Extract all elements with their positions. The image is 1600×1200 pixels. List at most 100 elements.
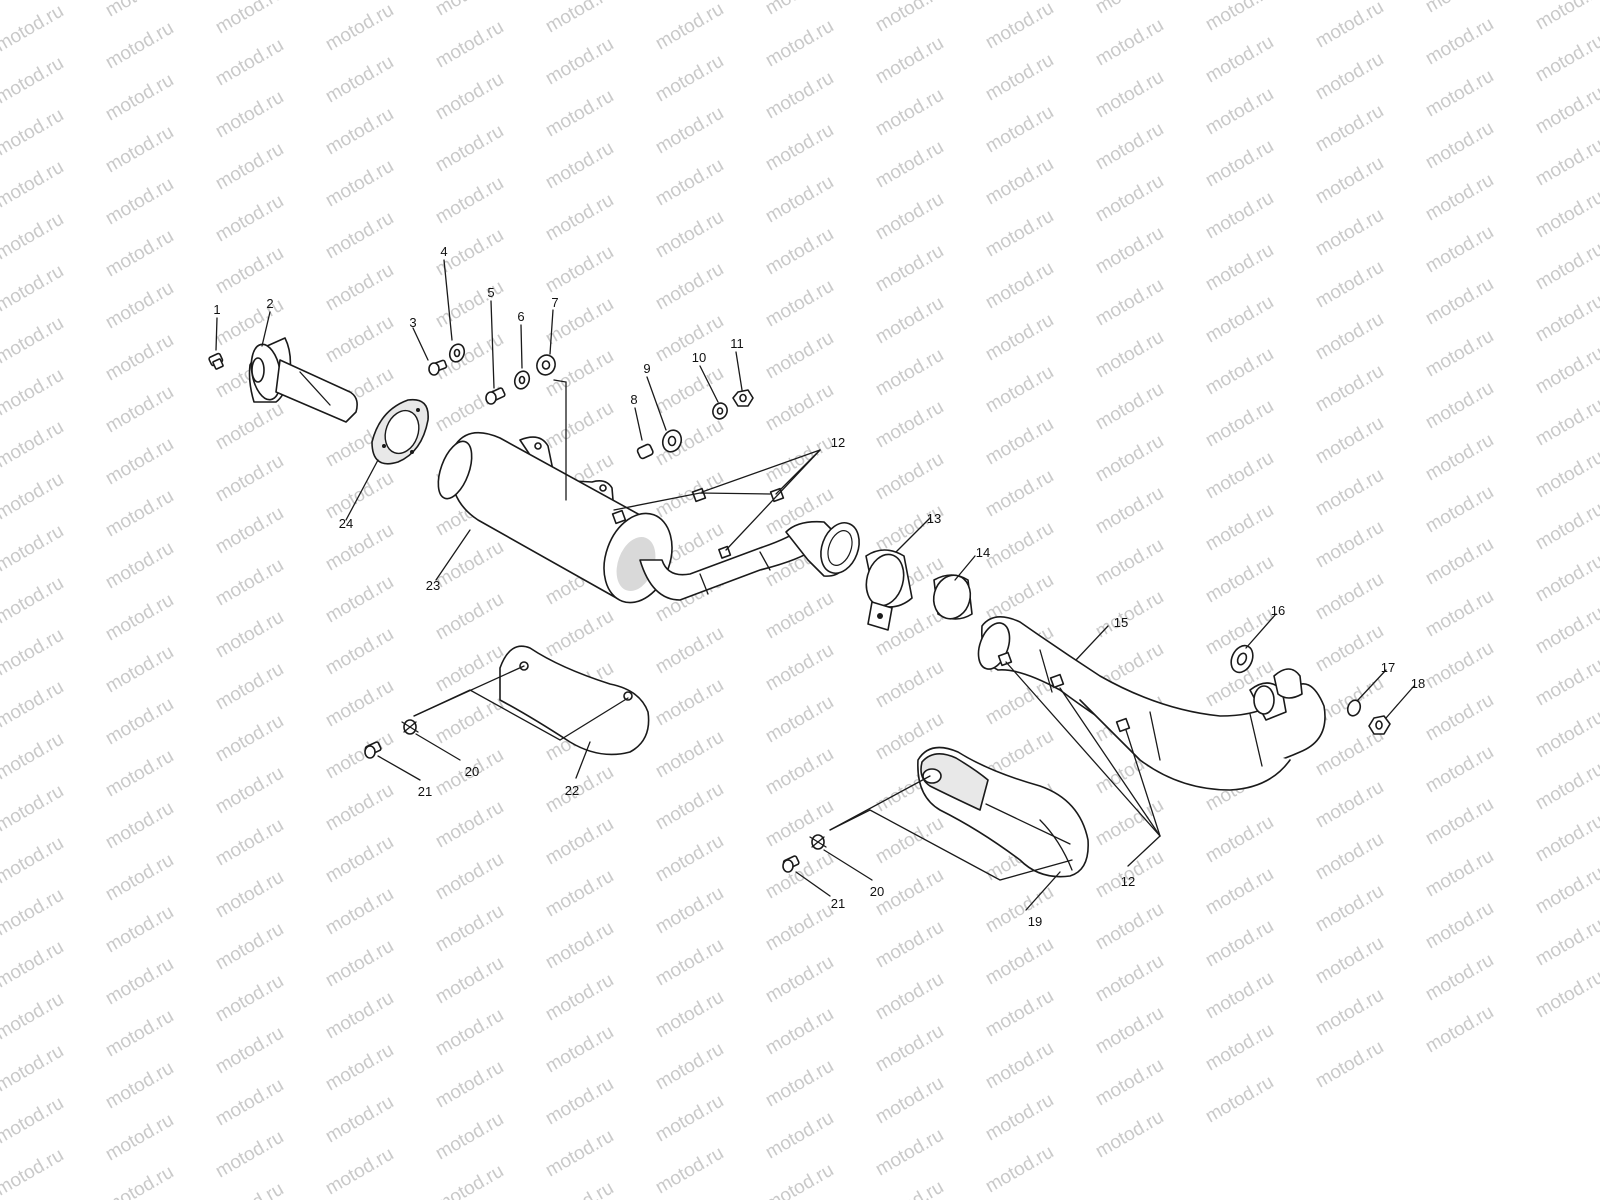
watermark-text: motod.ru bbox=[1092, 67, 1167, 123]
watermark-text: motod.ru bbox=[212, 35, 287, 91]
watermark-text: motod.ru bbox=[432, 381, 507, 437]
part-20-washer-left bbox=[401, 719, 419, 735]
watermark-text: motod.ru bbox=[982, 362, 1057, 418]
watermark-text: motod.ru bbox=[212, 1075, 287, 1131]
watermark-text: motod.ru bbox=[982, 882, 1057, 938]
watermark-text: motod.ru bbox=[322, 624, 397, 680]
watermark-text: motod.ru bbox=[432, 173, 507, 229]
watermark-text: motod.ru bbox=[542, 86, 617, 142]
watermark-text: motod.ru bbox=[1422, 534, 1497, 590]
callout-16: 16 bbox=[1271, 603, 1285, 618]
watermark-text: motod.ru bbox=[1202, 0, 1277, 35]
watermark-text: motod.ru bbox=[212, 399, 287, 455]
watermark-text: motod.ru bbox=[0, 937, 67, 993]
watermark-text: motod.ru bbox=[1202, 916, 1277, 972]
watermark-text: motod.ru bbox=[0, 53, 67, 109]
watermark-text: motod.ru bbox=[432, 69, 507, 125]
watermark-text: motod.ru bbox=[0, 677, 67, 733]
callout-11: 11 bbox=[730, 336, 744, 351]
watermark-text: motod.ru bbox=[1532, 551, 1600, 607]
watermark-text: motod.ru bbox=[0, 313, 67, 369]
watermark-text: motod.ru bbox=[432, 589, 507, 645]
watermark-text: motod.ru bbox=[322, 0, 397, 55]
watermark-text: motod.ru bbox=[872, 189, 947, 245]
watermark-text: motod.ru bbox=[102, 954, 177, 1010]
watermark-text: motod.ru bbox=[212, 1127, 287, 1183]
part-15-header-pipe bbox=[977, 616, 1326, 791]
watermark-text: motod.ru bbox=[1312, 569, 1387, 625]
watermark-text: motod.ru bbox=[0, 573, 67, 629]
watermark-text: motod.ru bbox=[0, 781, 67, 837]
part-20-washer-right bbox=[809, 834, 827, 850]
watermark-text: motod.ru bbox=[872, 397, 947, 453]
watermark-text: motod.ru bbox=[1202, 552, 1277, 608]
watermark-text: motod.ru bbox=[1312, 777, 1387, 833]
watermark-text: motod.ru bbox=[762, 588, 837, 644]
watermark-text: motod.ru bbox=[1532, 759, 1600, 815]
part-17-lock-washer bbox=[1346, 699, 1362, 717]
part-13-clamp bbox=[865, 549, 913, 631]
watermark-text: motod.ru bbox=[652, 883, 727, 939]
watermark-text: motod.ru bbox=[432, 1161, 507, 1200]
watermark-text: motod.ru bbox=[872, 1177, 947, 1200]
watermark-text: motod.ru bbox=[1532, 135, 1600, 191]
watermark-text: motod.ru bbox=[762, 1108, 837, 1164]
watermark-text: motod.ru bbox=[652, 1143, 727, 1199]
watermark-text: motod.ru bbox=[1202, 500, 1277, 556]
watermark-text: motod.ru bbox=[542, 0, 617, 37]
watermark-text: motod.ru bbox=[652, 311, 727, 367]
callout-19: 19 bbox=[1028, 914, 1042, 929]
watermark-text: motod.ru bbox=[1202, 1020, 1277, 1076]
watermark-text: motod.ru bbox=[0, 989, 67, 1045]
watermark-text: motod.ru bbox=[102, 694, 177, 750]
watermark-text: motod.ru bbox=[872, 1125, 947, 1181]
watermark-text: motod.ru bbox=[0, 105, 67, 161]
watermark-text: motod.ru bbox=[652, 1091, 727, 1147]
watermark-text: motod.ru bbox=[982, 466, 1057, 522]
part-11-nut bbox=[732, 389, 754, 407]
watermark-text: motod.ru bbox=[1312, 257, 1387, 313]
watermark-text: motod.ru bbox=[982, 154, 1057, 210]
watermark-text: motod.ru bbox=[542, 1178, 617, 1200]
callout-21-left: 21 bbox=[418, 784, 432, 799]
watermark-text: motod.ru bbox=[872, 1073, 947, 1129]
watermark-text: motod.ru bbox=[1422, 378, 1497, 434]
watermark-text: motod.ru bbox=[652, 51, 727, 107]
callout-17: 17 bbox=[1381, 660, 1395, 675]
watermark-text: motod.ru bbox=[872, 137, 947, 193]
part-8-spacer bbox=[636, 443, 654, 460]
watermark-text: motod.ru bbox=[0, 261, 67, 317]
watermark-text: motod.ru bbox=[0, 729, 67, 785]
watermark-text: motod.ru bbox=[1092, 223, 1167, 279]
watermark-text: motod.ru bbox=[212, 139, 287, 195]
watermark-text: motod.ru bbox=[982, 986, 1057, 1042]
callout-13: 13 bbox=[927, 511, 941, 526]
watermark-text: motod.ru bbox=[102, 642, 177, 698]
watermark-text: motod.ru bbox=[1422, 638, 1497, 694]
watermark-text: motod.ru bbox=[0, 469, 67, 525]
watermark-text: motod.ru bbox=[762, 848, 837, 904]
watermark-text: motod.ru bbox=[212, 1023, 287, 1079]
watermark-text: motod.ru bbox=[102, 590, 177, 646]
watermark-text: motod.ru bbox=[322, 1092, 397, 1148]
callout-1: 1 bbox=[213, 302, 220, 317]
watermark-text: motod.ru bbox=[872, 449, 947, 505]
callout-12-upper: 12 bbox=[831, 435, 845, 450]
watermark-text: motod.ru bbox=[1422, 846, 1497, 902]
watermark-text: motod.ru bbox=[1202, 1072, 1277, 1128]
watermark-text: motod.ru bbox=[1202, 84, 1277, 140]
watermark-text: motod.ru bbox=[212, 867, 287, 923]
watermark-text: motod.ru bbox=[1422, 898, 1497, 954]
watermark-text: motod.ru bbox=[102, 434, 177, 490]
watermark-text: motod.ru bbox=[102, 850, 177, 906]
callout-22: 22 bbox=[565, 783, 579, 798]
watermark-text: motod.ru bbox=[102, 226, 177, 282]
watermark-text: motod.ru bbox=[542, 1074, 617, 1130]
watermark-text: motod.ru bbox=[1312, 413, 1387, 469]
watermark-text: motod.ru bbox=[0, 1093, 67, 1149]
watermark-text: motod.ru bbox=[1532, 863, 1600, 919]
watermark-text: motod.ru bbox=[542, 1022, 617, 1078]
watermark-text: motod.ru bbox=[432, 329, 507, 385]
watermark-text: motod.ru bbox=[1532, 603, 1600, 659]
watermark-text: motod.ru bbox=[432, 537, 507, 593]
